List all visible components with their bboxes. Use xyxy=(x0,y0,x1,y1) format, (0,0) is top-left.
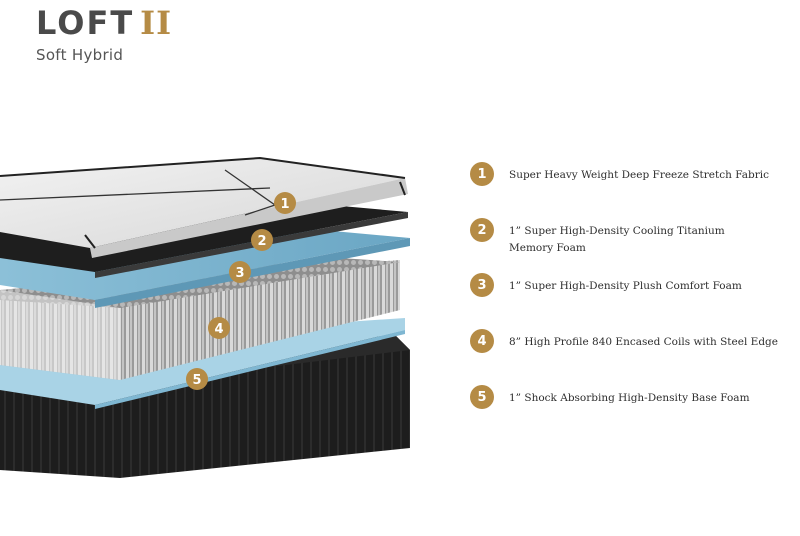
product-subtitle: Soft Hybrid xyxy=(36,46,124,64)
product-title-name: LOFT xyxy=(36,4,135,42)
legend-number-badge: 3 xyxy=(470,273,494,297)
badge-layer-1: 1 xyxy=(274,192,296,214)
badge-layer-1-number: 1 xyxy=(280,197,289,212)
badge-layer-5-number: 5 xyxy=(192,373,201,388)
legend-number-badge: 2 xyxy=(470,218,494,242)
legend-number-badge: 4 xyxy=(470,329,494,353)
layer-top-fabric xyxy=(0,156,408,258)
badge-layer-2-number: 2 xyxy=(257,234,266,249)
badge-layer-5: 5 xyxy=(186,368,208,390)
legend-number-badge: 1 xyxy=(470,162,494,186)
badge-layer-3-number: 3 xyxy=(235,266,244,281)
legend-number-badge: 5 xyxy=(470,385,494,409)
legend-item-2: 2 1” Super High-Density Cooling Titanium… xyxy=(470,218,729,257)
legend-item-3: 3 1” Super High-Density Plush Comfort Fo… xyxy=(470,273,769,297)
legend-label: 1” Shock Absorbing High-Density Base Foa… xyxy=(509,392,750,404)
badge-layer-2: 2 xyxy=(251,229,273,251)
legend-item-5: 5 1” Shock Absorbing High-Density Base F… xyxy=(470,385,769,409)
badge-layer-4: 4 xyxy=(208,317,230,339)
legend-label: 8” High Profile 840 Encased Coils with S… xyxy=(509,336,778,348)
legend-label: 1” Super High-Density Cooling Titanium M… xyxy=(509,225,725,254)
badge-layer-4-number: 4 xyxy=(214,322,223,337)
legend-item-4: 4 8” High Profile 840 Encased Coils with… xyxy=(470,329,779,353)
badge-layer-3: 3 xyxy=(229,261,251,283)
legend-item-1: 1 Super Heavy Weight Deep Freeze Stretch… xyxy=(470,162,769,186)
legend-label: Super Heavy Weight Deep Freeze Stretch F… xyxy=(509,169,770,181)
product-title-numeral: II xyxy=(140,4,173,42)
legend-label: 1” Super High-Density Plush Comfort Foam xyxy=(509,280,742,292)
mattress-layers-illustration: 1 2 3 4 5 xyxy=(0,156,410,478)
